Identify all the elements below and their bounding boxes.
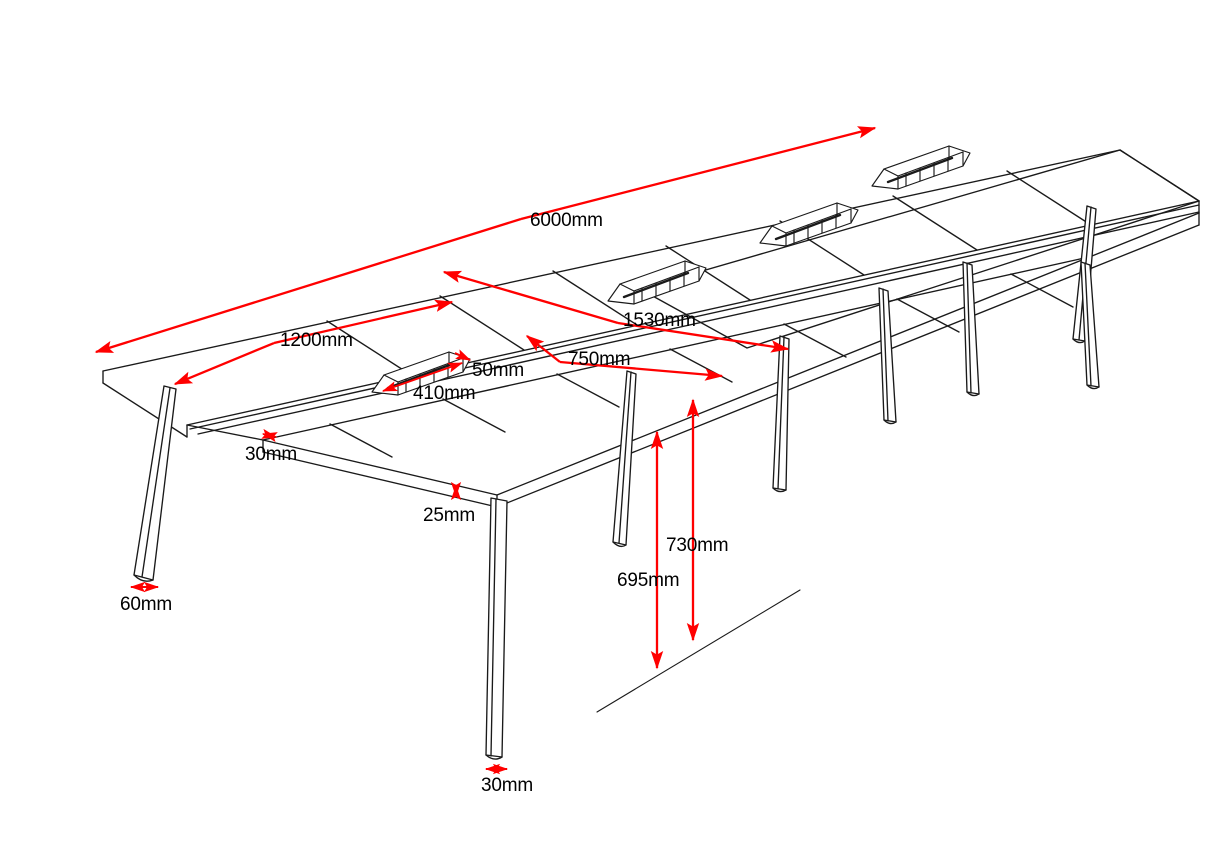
near-panel-seams (329, 273, 1074, 458)
dim-label-port-width: 50mm (472, 360, 524, 381)
dim-label-top-overhang: 30mm (245, 444, 297, 465)
leg-near-mid (772, 335, 790, 493)
table-geometry (102, 145, 1200, 760)
dim-label-overall-width: 1200mm (280, 330, 353, 351)
far-top-left-end (102, 370, 188, 438)
dim-arrow-410mm (387, 362, 464, 390)
dim-label-top-thickness: 25mm (423, 505, 475, 526)
leg-far-mid (962, 261, 980, 397)
dim-label-overall-length: 6000mm (530, 210, 603, 231)
dim-arrow-750mm (559, 360, 724, 381)
dim-label-height-under: 695mm (617, 570, 680, 591)
dim-arrow-1530mm (617, 321, 790, 353)
cable-port-2 (607, 260, 707, 305)
dim-arrow-30mm-top (261, 428, 278, 443)
leg-far-left-end (133, 385, 177, 582)
dim-label-height-to-top: 730mm (666, 535, 729, 556)
dim-label-leg-foot-width: 30mm (481, 775, 533, 796)
leg-near-right (1080, 261, 1100, 390)
dimension-arrows (94, 126, 877, 775)
centre-spine (189, 204, 1200, 435)
cable-port-3 (759, 202, 859, 247)
ground-reference-line (596, 589, 801, 713)
leg-near-left (612, 370, 637, 548)
cable-port-4 (871, 145, 971, 190)
dim-arrow-6000mm (520, 126, 877, 221)
leg-far-left (878, 287, 897, 425)
dim-label-panel-length: 1530mm (623, 310, 696, 331)
dim-label-panel-depth: 750mm (568, 349, 631, 370)
dim-arrow-1200mm (273, 299, 454, 345)
dim-arrow-50mm (454, 349, 472, 361)
dim-label-port-length: 410mm (413, 383, 476, 404)
dim-label-leg-top-width: 60mm (120, 594, 172, 615)
leg-front-centre (485, 497, 508, 760)
